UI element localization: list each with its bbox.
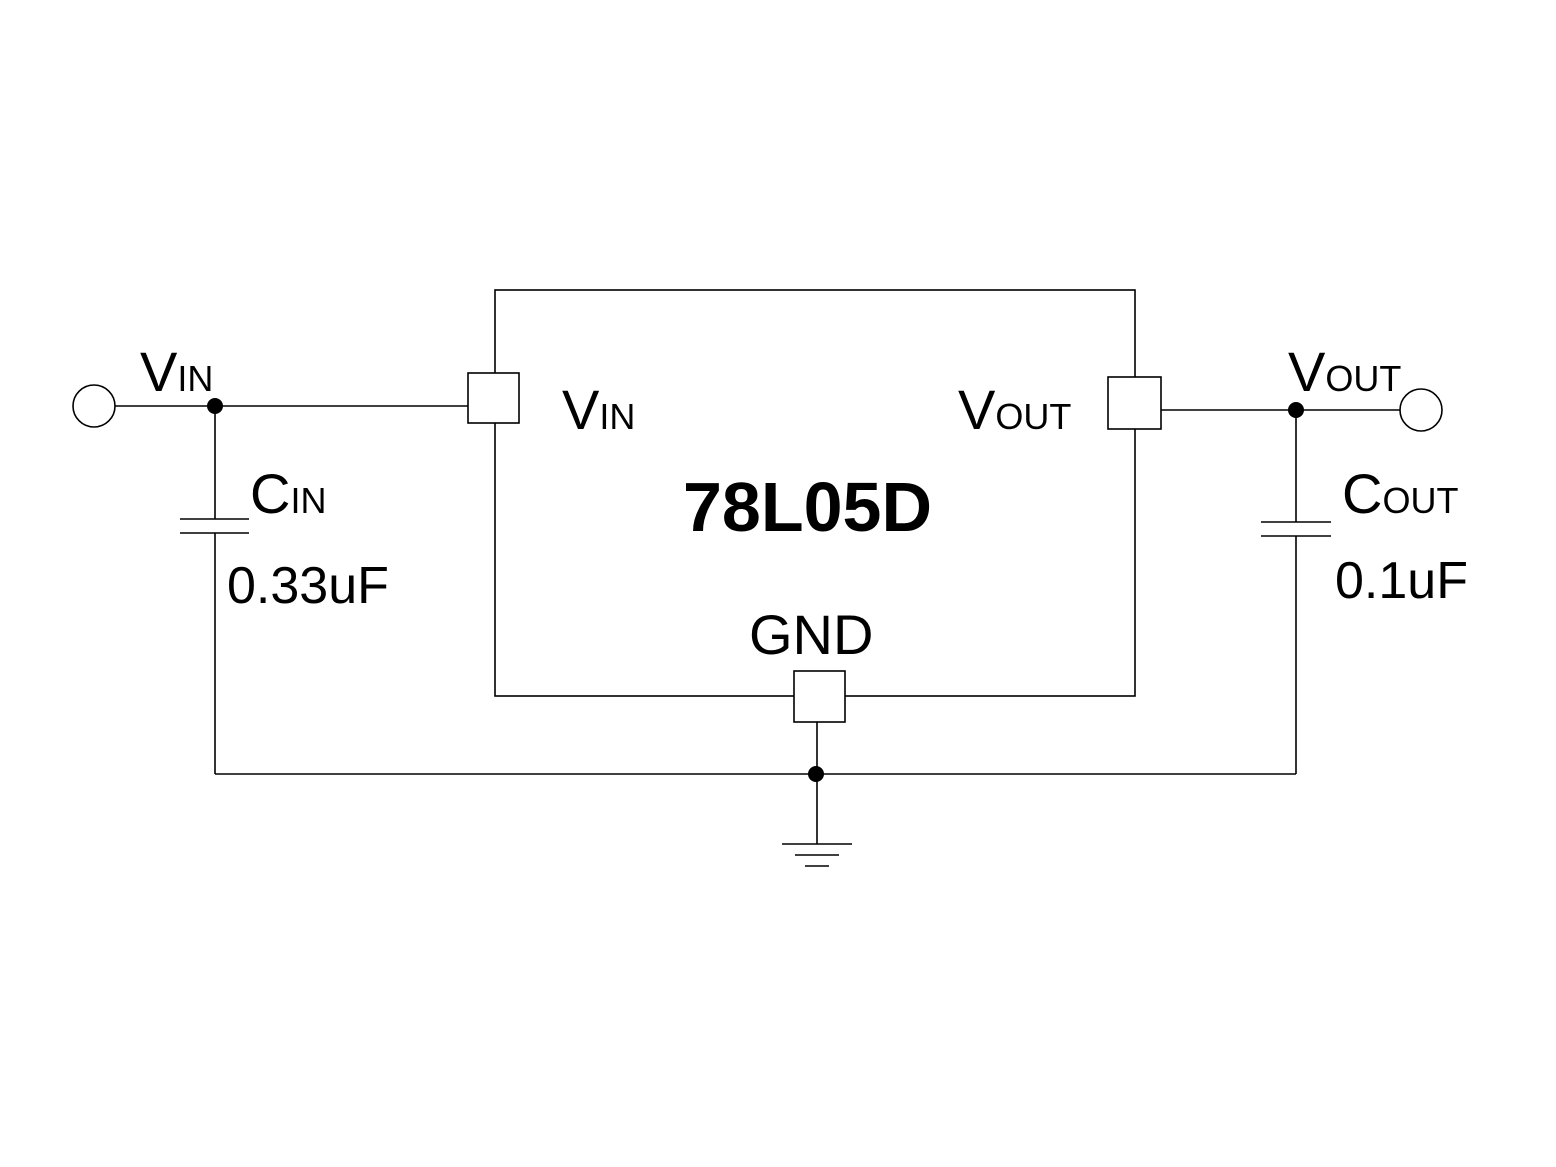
cout-label: COUT [1342, 466, 1458, 522]
cout-value: 0.1uF [1335, 552, 1468, 610]
regulator-vout-pin-main: V [958, 378, 996, 441]
ground-symbol [782, 843, 852, 867]
vin-pin-box [467, 372, 520, 424]
ground-junction-dot [808, 766, 824, 782]
vin-terminal-label-main: V [140, 340, 178, 403]
regulator-vout-pin-label: VOUT [958, 382, 1071, 438]
cout-label-main: C [1342, 462, 1383, 525]
regulator-vin-pin-label: VIN [562, 382, 635, 438]
cin-label-main: C [250, 462, 291, 525]
regulator-gnd-pin-label: GND [749, 603, 874, 666]
vin-terminal-label-sub: IN [177, 358, 214, 399]
vin-terminal-circle [72, 384, 116, 428]
vout-terminal-label-sub: OUT [1325, 358, 1402, 399]
regulator-vout-pin-sub: OUT [995, 396, 1072, 437]
vout-terminal-label: VOUT [1288, 344, 1401, 400]
cin-label-sub: IN [290, 480, 327, 521]
regulator-vin-pin-main: V [562, 378, 600, 441]
vout-pin-box [1107, 376, 1162, 430]
vout-terminal-label-main: V [1288, 340, 1326, 403]
vin-terminal-label: VIN [140, 344, 213, 400]
cin-label: CIN [250, 466, 326, 522]
cout-label-sub: OUT [1382, 480, 1459, 521]
regulator-part-number: 78L05D [683, 468, 933, 546]
vout-terminal-circle [1399, 388, 1443, 432]
gnd-pin-box [793, 670, 846, 723]
regulator-vin-pin-sub: IN [599, 396, 636, 437]
cin-value: 0.33uF [227, 557, 389, 615]
